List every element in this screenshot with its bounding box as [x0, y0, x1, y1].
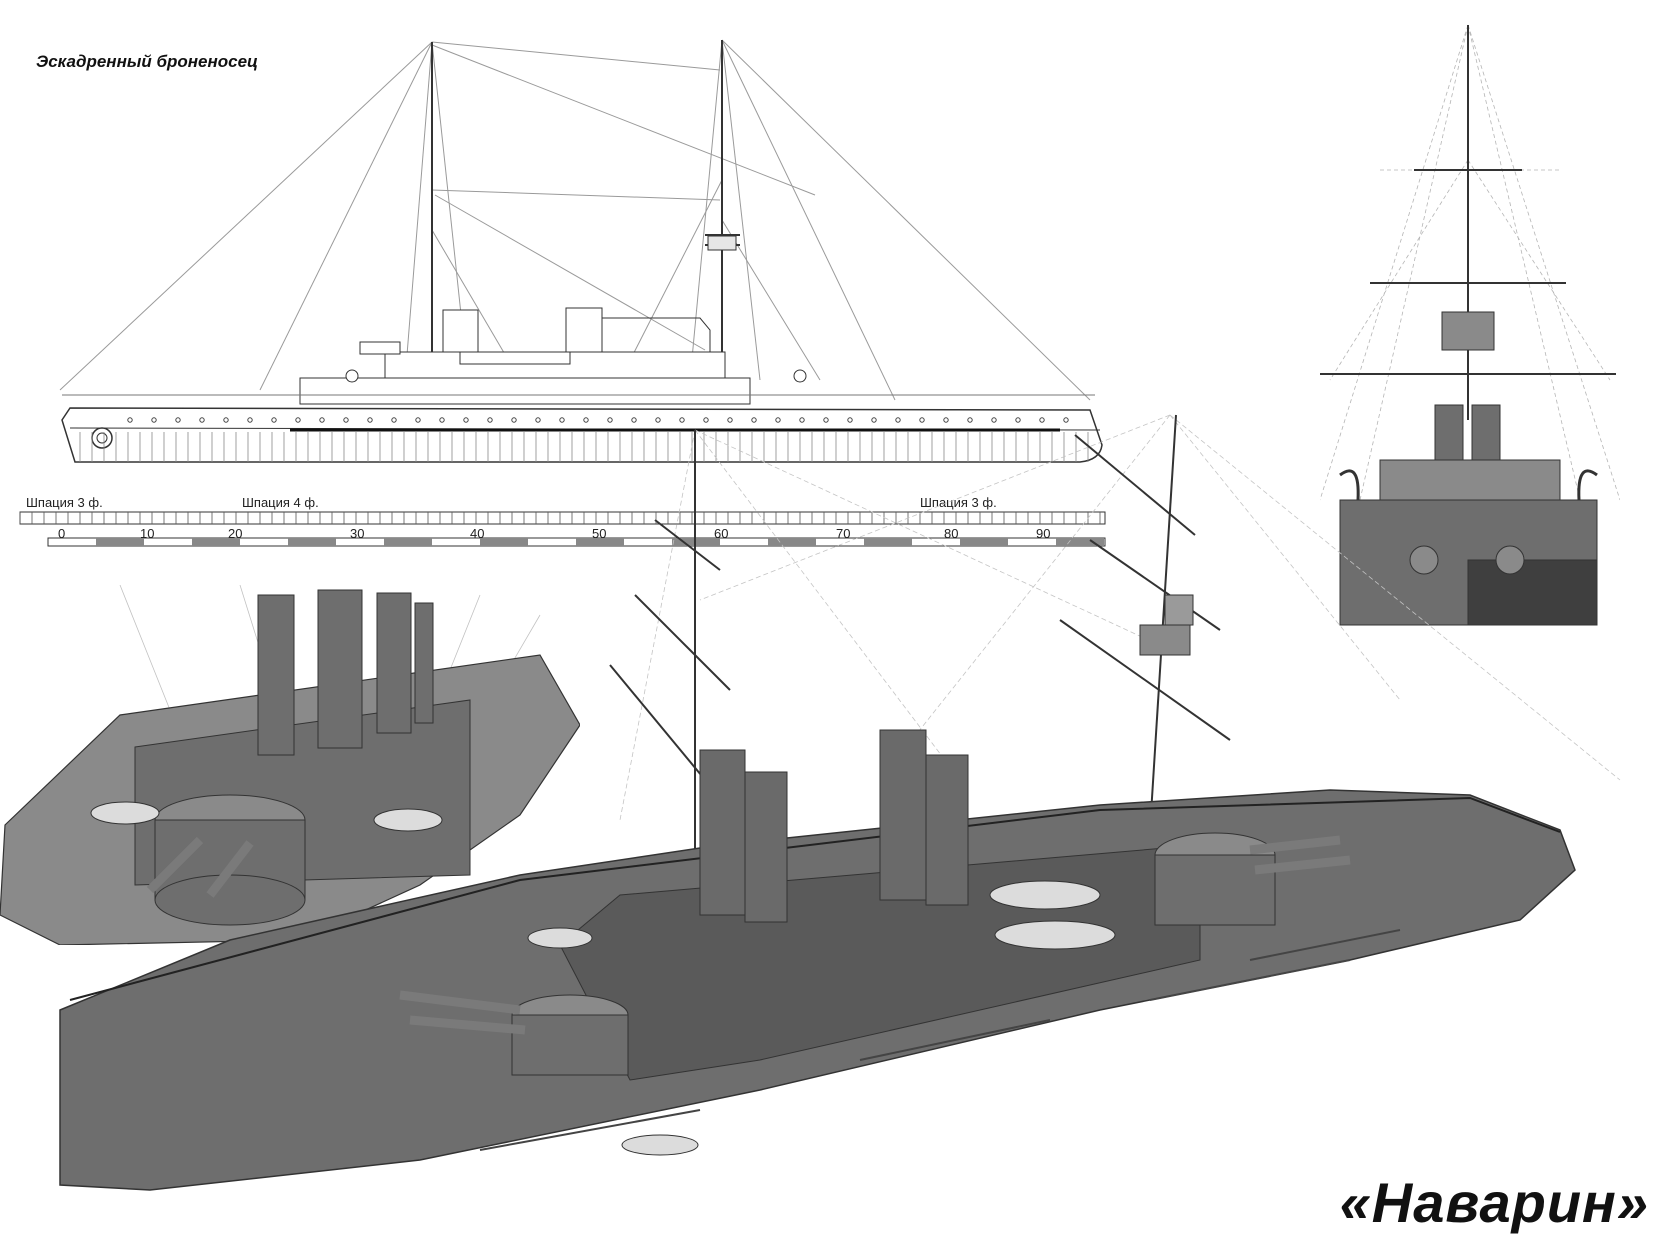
front-view-mast	[1320, 25, 1616, 420]
front-view-rigging	[1320, 24, 1620, 501]
porthole	[895, 417, 901, 423]
bow-detail-funnels	[257, 589, 434, 756]
porthole	[343, 417, 349, 423]
perspective-foretop	[1139, 594, 1194, 656]
spacing-label-bow: Шпация 3 ф.	[26, 495, 103, 510]
scale-bar-segment	[768, 538, 816, 546]
scale-bar-segment	[96, 538, 144, 546]
side-profile-rigging	[59, 39, 1091, 401]
porthole	[991, 417, 997, 423]
perspective-funnels	[699, 729, 969, 923]
porthole	[319, 417, 325, 423]
porthole	[631, 417, 637, 423]
tick-label: 10	[140, 526, 154, 541]
tick-label: 0	[58, 526, 65, 541]
tick-label: 60	[714, 526, 728, 541]
porthole	[415, 417, 421, 423]
porthole	[823, 417, 829, 423]
side-profile-hull	[61, 394, 1103, 463]
scale-bar-segment	[384, 538, 432, 546]
porthole	[967, 417, 973, 423]
bow-detail-boats	[90, 801, 443, 832]
scale-bar-segment	[192, 538, 240, 546]
front-view-drawing	[1320, 24, 1620, 626]
perspective-view-drawing	[59, 414, 1621, 1191]
porthole	[871, 417, 877, 423]
scale-bar-segment	[480, 538, 528, 546]
porthole	[1063, 417, 1069, 423]
porthole	[487, 417, 493, 423]
porthole	[199, 417, 205, 423]
perspective-rigging	[619, 414, 1621, 821]
side-profile-superstructure	[299, 307, 807, 405]
spacing-label-mid: Шпация 4 ф.	[242, 495, 319, 510]
porthole	[511, 417, 517, 423]
scale-bar-segment	[288, 538, 336, 546]
ship-name-title: «Наварин»	[1339, 1171, 1649, 1234]
tick-label: 30	[350, 526, 364, 541]
perspective-deck-edge	[69, 796, 1561, 1001]
bow-detail-turret	[146, 794, 306, 926]
perspective-aft-turret	[399, 990, 629, 1076]
tick-label: 50	[592, 526, 606, 541]
scale-bar-segment	[1056, 538, 1104, 546]
porthole	[247, 417, 253, 423]
porthole	[175, 417, 181, 423]
porthole	[679, 417, 685, 423]
scale-cells	[19, 512, 1101, 524]
porthole	[367, 417, 373, 423]
porthole	[775, 417, 781, 423]
scale-bars	[96, 538, 1104, 546]
porthole	[271, 417, 277, 423]
side-profile-portholes	[127, 417, 1069, 423]
porthole	[127, 417, 133, 423]
subtitle: Эскадренный броненосец	[36, 52, 259, 71]
perspective-hull-rails	[479, 929, 1401, 1151]
porthole	[607, 417, 613, 423]
scale-bar-segment	[960, 538, 1008, 546]
scale-bar-segment	[864, 538, 912, 546]
porthole	[463, 417, 469, 423]
porthole	[151, 417, 157, 423]
porthole	[703, 417, 709, 423]
porthole	[559, 417, 565, 423]
porthole	[655, 417, 661, 423]
porthole	[535, 417, 541, 423]
tick-label: 20	[228, 526, 242, 541]
bow-detail-drawing	[0, 585, 580, 945]
scale-bar-segment	[576, 538, 624, 546]
porthole	[295, 417, 301, 423]
front-view-hull	[1339, 459, 1598, 626]
tick-label: 80	[944, 526, 958, 541]
porthole	[583, 417, 589, 423]
porthole	[919, 417, 925, 423]
porthole	[847, 417, 853, 423]
porthole	[223, 417, 229, 423]
porthole	[1039, 417, 1045, 423]
porthole	[727, 417, 733, 423]
porthole	[391, 417, 397, 423]
porthole	[439, 417, 445, 423]
porthole	[799, 417, 805, 423]
tick-label: 70	[836, 526, 850, 541]
porthole	[943, 417, 949, 423]
perspective-fore-turret	[1154, 832, 1351, 926]
tick-label: 40	[470, 526, 484, 541]
porthole	[751, 417, 757, 423]
side-profile-masts	[431, 40, 740, 380]
perspective-boats	[527, 880, 1116, 1156]
tick-label: 90	[1036, 526, 1050, 541]
porthole	[1015, 417, 1021, 423]
scale-tick-labels: 0 10 20 30 40 50 60 70 80 90	[58, 526, 1050, 541]
